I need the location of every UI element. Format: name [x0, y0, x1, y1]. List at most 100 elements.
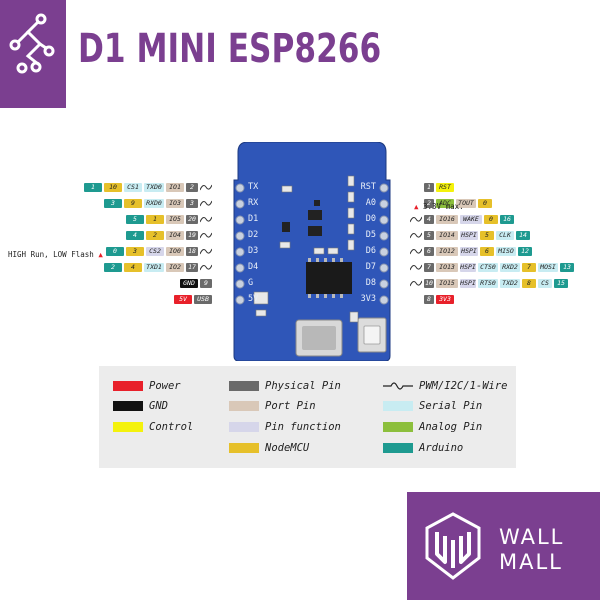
pin-label: 7: [424, 263, 434, 272]
pin-label: 4: [124, 263, 142, 272]
pin-label: CS2: [146, 247, 164, 256]
wall-text: WALL: [499, 525, 565, 549]
pin-label: 16: [500, 215, 514, 224]
pwm-wave-icon: [200, 200, 212, 207]
pin-label: 3: [186, 199, 198, 208]
pin-label: WAKE: [460, 215, 482, 224]
pin-label: RXD0: [144, 199, 164, 208]
pin-label: 9: [200, 279, 212, 288]
pwm-wave-icon: [200, 232, 212, 239]
pin-label: IO15: [436, 279, 458, 288]
brand-logo: [0, 0, 66, 108]
pin-label: 0: [484, 215, 498, 224]
pin-label: 7: [522, 263, 536, 272]
pin-label: 0: [478, 199, 492, 208]
pin-label: USB: [194, 295, 212, 304]
board-pin-label: TX: [248, 182, 259, 192]
pin-label: 2: [424, 199, 434, 208]
board-pin-label: D8: [365, 278, 376, 288]
wallmall-logo: WALL MALL: [407, 492, 600, 600]
legend-item: Physical Pin: [229, 380, 341, 392]
page-title: D1 MINI ESP8266: [78, 26, 382, 72]
legend-swatch: [113, 401, 143, 411]
pin-label: RXD2: [500, 263, 520, 272]
pin-label: 18: [186, 247, 198, 256]
pin-label: 8: [522, 279, 536, 288]
warning-icon: ▲: [414, 202, 419, 211]
pin-label: ADC: [436, 199, 454, 208]
pin-label: IO2: [166, 263, 184, 272]
mall-text: MALL: [499, 550, 563, 574]
legend-item: Analog Pin: [383, 421, 482, 433]
pin-label: 6: [424, 247, 434, 256]
pin-label: IO5: [166, 215, 184, 224]
pin-label: 1: [146, 215, 164, 224]
pin-label: 5V: [174, 295, 192, 304]
legend-swatch: [383, 443, 413, 453]
pin-label: CS1: [124, 183, 142, 192]
pin-label: MISO: [496, 247, 516, 256]
pin-label: 4: [126, 231, 144, 240]
pin-label: MOSI: [538, 263, 558, 272]
pin-label: CS: [538, 279, 552, 288]
legend-label: Port Pin: [265, 400, 316, 412]
legend-item: Arduino: [383, 442, 463, 454]
pwm-wave-icon: [383, 382, 413, 390]
legend-swatch: [229, 381, 259, 391]
legend-item: NodeMCU: [229, 442, 309, 454]
pin-label: IO0: [166, 247, 184, 256]
legend-item: Port Pin: [229, 400, 316, 412]
pin-label: 15: [554, 279, 568, 288]
max-voltage-text: 3.3V max.: [423, 202, 464, 211]
legend-swatch: [113, 422, 143, 432]
legend-label: Analog Pin: [419, 421, 483, 433]
legend-item: Serial Pin: [383, 400, 482, 412]
pin-label: IO16: [436, 215, 458, 224]
pin-label: 14: [516, 231, 530, 240]
pin-label: 12: [518, 247, 532, 256]
pin-label: 5: [126, 215, 144, 224]
pwm-wave-icon: [200, 248, 212, 255]
pin-label: IO14: [436, 231, 458, 240]
pin-label: 3V3: [436, 295, 454, 304]
pin-label: 13: [560, 263, 574, 272]
boot-mode-note: HIGH Run, LOW Flash ▲: [8, 250, 103, 259]
legend-label: Pin function: [265, 421, 341, 433]
pwm-wave-icon: [200, 216, 212, 223]
legend-swatch: [383, 401, 413, 411]
pin-label: 9: [124, 199, 142, 208]
pwm-wave-icon: [410, 248, 422, 255]
pin-label: 1: [84, 183, 102, 192]
pin-label: 1: [424, 183, 434, 192]
wallmall-emblem-icon: [425, 512, 481, 580]
pin-label: 10: [424, 279, 434, 288]
legend-label: Control: [149, 421, 194, 433]
pin-label: IO13: [436, 263, 458, 272]
pin-label: TOUT: [456, 199, 476, 208]
board-pin-label: D5: [365, 230, 376, 240]
pin-label: 3: [126, 247, 144, 256]
legend-item: GND: [113, 400, 168, 412]
pin-label: GND: [180, 279, 198, 288]
pin-label: 0: [106, 247, 124, 256]
legend-label: Power: [149, 380, 181, 392]
pin-label: RST: [436, 183, 454, 192]
pin-label: HSPI: [460, 247, 478, 256]
pin-label: RTS0: [478, 279, 498, 288]
pin-label: 6: [480, 247, 494, 256]
pin-label: 2: [104, 263, 122, 272]
legend-label: Physical Pin: [265, 380, 341, 392]
pin-label: TXD2: [500, 279, 520, 288]
